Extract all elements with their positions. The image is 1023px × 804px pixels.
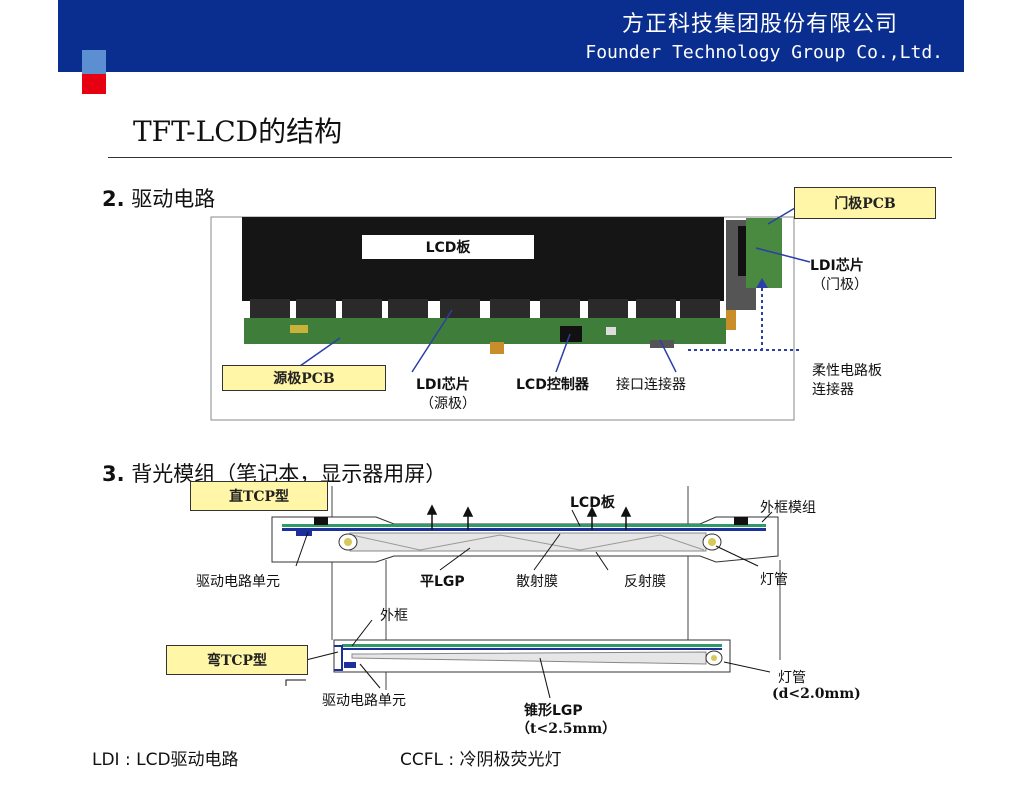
bent-tcp-label: 弯TCP型 bbox=[166, 645, 308, 675]
ldi-gate-label: LDI芯片 bbox=[810, 258, 864, 274]
wedge-lgp-label: 锥形LGP bbox=[524, 703, 583, 719]
title-divider bbox=[108, 157, 952, 158]
lamp-bottom-label: 灯管 bbox=[778, 670, 806, 686]
logo-square-red bbox=[82, 74, 106, 94]
ldi-source-label: LDI芯片 bbox=[416, 377, 470, 393]
company-name-cn: 方正科技集团股份有限公司 bbox=[621, 12, 898, 37]
ldi-source-sub: （源极） bbox=[420, 396, 476, 412]
flex-connector-sub: 连接器 bbox=[812, 382, 854, 398]
section3-number: 3. bbox=[102, 462, 125, 486]
source-pcb-label: 源极PCB bbox=[222, 365, 386, 391]
lamp-spec-label: (d<2.0mm) bbox=[772, 686, 861, 702]
logo-square-blue bbox=[82, 50, 106, 74]
company-name-en: Founder Technology Group Co.,Ltd. bbox=[585, 42, 943, 63]
footer-ccfl-note: CCFL : 冷阴极荧光灯 bbox=[400, 750, 562, 770]
section2-heading: 2. 驱动电路 bbox=[102, 183, 215, 213]
interface-connector-label: 接口连接器 bbox=[616, 377, 686, 393]
backlight-lcd-panel-label: LCD板 bbox=[570, 495, 615, 511]
lcd-panel-label: LCD板 bbox=[362, 235, 534, 259]
section2-number: 2. bbox=[102, 187, 125, 211]
outer-frame-label: 外框 bbox=[380, 608, 408, 624]
flat-lgp-label: 平LGP bbox=[420, 574, 465, 590]
drive-unit-bottom-label: 驱动电路单元 bbox=[322, 693, 406, 709]
ldi-gate-sub: （门极） bbox=[812, 277, 868, 293]
lcd-controller-label: LCD控制器 bbox=[516, 377, 589, 393]
section2-title: 驱动电路 bbox=[131, 187, 216, 211]
direct-tcp-label: 直TCP型 bbox=[190, 481, 328, 511]
wedge-spec-label: （t<2.5mm） bbox=[516, 721, 617, 737]
flex-connector-label: 柔性电路板 bbox=[812, 363, 882, 379]
footer-ldi-note: LDI : LCD驱动电路 bbox=[92, 750, 239, 770]
frame-module-label: 外框模组 bbox=[760, 500, 816, 516]
diffuser-label: 散射膜 bbox=[516, 574, 558, 590]
lamp-top-label: 灯管 bbox=[760, 572, 788, 588]
page-title: TFT-LCD的结构 bbox=[133, 115, 343, 148]
header-bar bbox=[58, 0, 964, 72]
gate-pcb-label: 门极PCB bbox=[794, 187, 936, 219]
drive-unit-top-label: 驱动电路单元 bbox=[196, 574, 280, 590]
reflector-label: 反射膜 bbox=[624, 574, 666, 590]
